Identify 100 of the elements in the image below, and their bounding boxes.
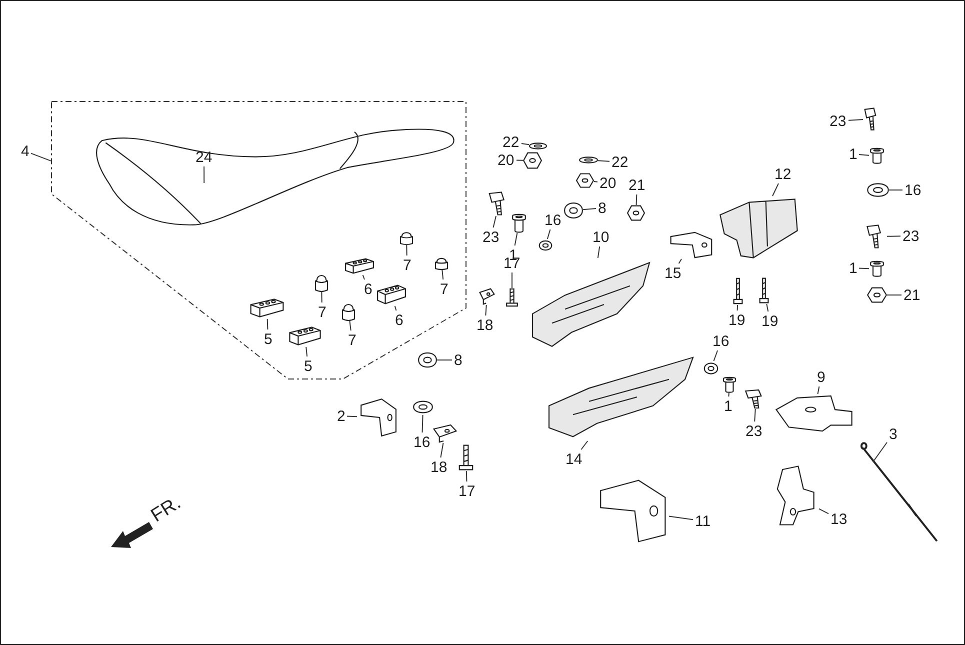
callout-number: 4 xyxy=(21,144,30,158)
callout-number: 11 xyxy=(695,514,711,528)
screw-drawing xyxy=(503,288,521,307)
rubber-bushing-drawing xyxy=(399,230,414,245)
leader-line xyxy=(772,183,779,196)
callout-number: 22 xyxy=(612,154,628,170)
callout-number: 21 xyxy=(628,178,646,192)
callout-number: 22 xyxy=(502,134,520,150)
leader-line xyxy=(546,229,551,240)
callout-number: 8 xyxy=(454,352,462,368)
collar-drawing xyxy=(511,214,527,233)
grommet-drawing xyxy=(564,200,583,221)
callout-number: 20 xyxy=(600,176,616,190)
callout-number: 24 xyxy=(196,150,212,164)
grommet-drawing xyxy=(867,181,889,199)
grommet-drawing xyxy=(539,239,552,252)
leader-line xyxy=(858,154,870,156)
leader-line xyxy=(514,232,518,246)
leader-line xyxy=(728,392,730,397)
grommet-drawing xyxy=(704,361,718,376)
leader-line xyxy=(886,236,901,237)
callout-number: 15 xyxy=(664,266,682,280)
leader-line xyxy=(886,294,902,296)
direction-label: FR. xyxy=(148,492,186,528)
grommet-drawing xyxy=(418,350,437,370)
leader-line xyxy=(598,160,610,162)
callout-number: 12 xyxy=(774,166,792,182)
callout-number: 23 xyxy=(482,230,500,244)
callout-number: 7 xyxy=(440,282,448,296)
callout-number: 3 xyxy=(889,426,898,442)
callout-number: 19 xyxy=(762,314,778,328)
leader-line xyxy=(713,350,718,362)
callout-number: 1 xyxy=(849,146,858,162)
callout-number: 1 xyxy=(849,260,858,276)
rubber-block-drawing xyxy=(376,283,407,306)
callout-number: 5 xyxy=(304,358,312,374)
leader-line xyxy=(521,143,530,146)
callout-number: 5 xyxy=(264,332,272,346)
washer-drawing xyxy=(529,142,547,150)
leader-line xyxy=(466,470,468,482)
leader-line xyxy=(754,408,756,422)
leader-line xyxy=(306,346,308,357)
callout-number: 6 xyxy=(395,312,404,328)
nut-drawing xyxy=(523,152,542,169)
callout-number: 10 xyxy=(592,230,610,244)
leader-line xyxy=(492,216,497,228)
leader-line xyxy=(818,508,829,514)
leader-line xyxy=(349,320,352,331)
callout-number: 23 xyxy=(902,228,920,244)
leader-line xyxy=(582,208,596,210)
collar-drawing xyxy=(869,261,885,277)
leader-line xyxy=(594,180,598,182)
leader-line xyxy=(668,516,694,520)
callout-number: 21 xyxy=(904,288,920,302)
leader-line xyxy=(516,160,524,161)
washer-drawing xyxy=(579,156,598,164)
leader-line xyxy=(440,442,444,458)
leader-line xyxy=(30,152,52,162)
leader-line xyxy=(636,194,638,206)
callout-number: 16 xyxy=(712,334,730,348)
callout-number: 19 xyxy=(728,312,746,328)
callout-number: 16 xyxy=(544,212,562,228)
callout-number: 18 xyxy=(476,318,494,332)
clip-drawing xyxy=(478,287,496,305)
leader-line xyxy=(766,304,769,312)
leader-line xyxy=(394,306,397,311)
nut-drawing xyxy=(867,287,887,303)
screw-drawing xyxy=(757,277,771,304)
collar-drawing xyxy=(722,377,737,393)
rubber-bushing-drawing xyxy=(341,301,356,321)
callout-number: 8 xyxy=(598,200,606,216)
leader-line xyxy=(678,258,682,264)
callout-number: 18 xyxy=(430,460,448,474)
callout-number: 23 xyxy=(830,114,846,128)
rubber-block-drawing xyxy=(288,325,322,347)
callout-number: 23 xyxy=(746,424,762,438)
grommet-drawing xyxy=(413,399,433,415)
callout-number: 16 xyxy=(904,182,922,198)
leader-line xyxy=(422,414,424,433)
leader-line xyxy=(362,274,365,280)
callout-number: 6 xyxy=(364,282,372,296)
callout-number: 2 xyxy=(337,408,346,424)
nut-drawing xyxy=(627,205,645,221)
collar-drawing xyxy=(869,148,885,164)
clip-drawing xyxy=(431,423,459,443)
leader-line xyxy=(848,119,864,121)
leader-line xyxy=(736,304,738,311)
screw-drawing xyxy=(731,277,745,305)
leader-line xyxy=(580,440,588,450)
leader-line xyxy=(442,270,444,280)
rubber-bushing-drawing xyxy=(434,256,449,270)
leader-line xyxy=(597,246,600,258)
rubber-bushing-drawing xyxy=(314,272,329,292)
dashed-assembly-outline xyxy=(51,101,467,380)
callout-number: 7 xyxy=(403,258,412,272)
leader-line xyxy=(858,268,870,270)
callout-number: 13 xyxy=(830,512,848,526)
callout-number: 9 xyxy=(817,370,826,384)
leader-line xyxy=(485,304,487,316)
callout-number: 20 xyxy=(498,152,514,168)
